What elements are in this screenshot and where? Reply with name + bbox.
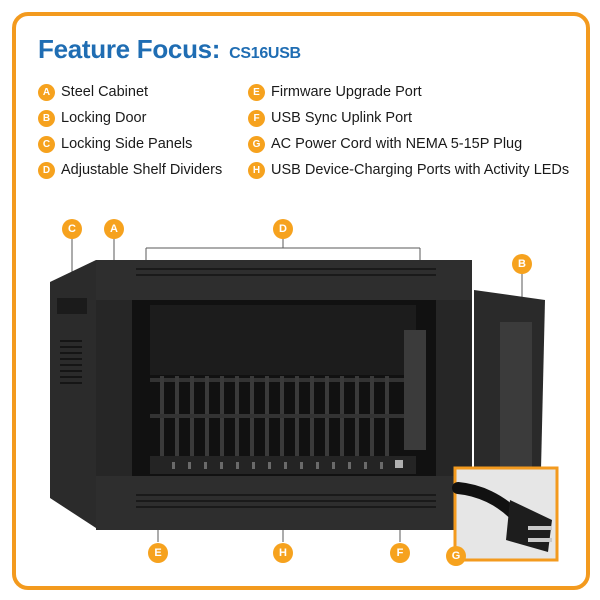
feature-label: Firmware Upgrade Port bbox=[271, 84, 422, 100]
feature-item-c: C Locking Side Panels bbox=[38, 134, 192, 154]
power-plug-inset bbox=[452, 466, 559, 562]
feature-label: Locking Door bbox=[61, 110, 147, 126]
callout-c: C bbox=[62, 219, 82, 239]
feature-badge: B bbox=[38, 109, 55, 127]
callout-d: D bbox=[273, 219, 293, 239]
feature-item-f: F USB Sync Uplink Port bbox=[248, 108, 412, 128]
feature-item-d: D Adjustable Shelf Dividers bbox=[38, 160, 222, 180]
feature-label: USB Sync Uplink Port bbox=[271, 110, 413, 126]
feature-label: Adjustable Shelf Dividers bbox=[61, 162, 223, 178]
callout-h: H bbox=[273, 543, 293, 563]
feature-item-e: E Firmware Upgrade Port bbox=[248, 82, 422, 102]
feature-badge: E bbox=[248, 83, 265, 101]
callout-f: F bbox=[390, 543, 410, 563]
feature-item-a: A Steel Cabinet bbox=[38, 82, 148, 102]
feature-badge: H bbox=[248, 161, 265, 179]
callout-b: B bbox=[512, 254, 532, 274]
feature-item-b: B Locking Door bbox=[38, 108, 146, 128]
feature-badge: D bbox=[38, 161, 55, 179]
feature-label: Locking Side Panels bbox=[61, 136, 193, 152]
feature-label: Steel Cabinet bbox=[61, 84, 149, 100]
feature-badge: F bbox=[248, 109, 265, 127]
feature-badge: G bbox=[248, 135, 265, 153]
feature-badge: C bbox=[38, 135, 55, 153]
title-text: Feature Focus: bbox=[38, 34, 221, 64]
callout-e: E bbox=[148, 543, 168, 563]
feature-label: USB Device-Charging Ports with Activity … bbox=[271, 162, 570, 178]
model-name: CS16USB bbox=[229, 45, 301, 62]
feature-badge: A bbox=[38, 83, 55, 101]
cabinet-body bbox=[50, 260, 545, 530]
callout-a: A bbox=[104, 219, 124, 239]
feature-label: AC Power Cord with NEMA 5-15P Plug bbox=[271, 136, 523, 152]
feature-item-g: G AC Power Cord with NEMA 5-15P Plug bbox=[248, 134, 522, 154]
feature-item-h: H USB Device-Charging Ports with Activit… bbox=[248, 160, 569, 180]
page-title: Feature Focus: CS16USB bbox=[38, 34, 301, 65]
callout-g: G bbox=[446, 546, 466, 566]
